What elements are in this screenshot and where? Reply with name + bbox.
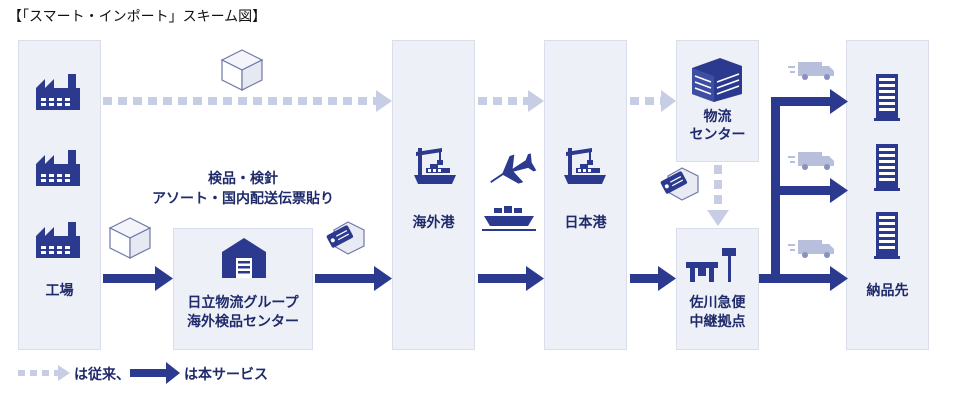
page-title: 【「スマート・インポート」スキーム図】: [8, 9, 267, 25]
japan-port-panel: [544, 40, 627, 350]
sagawa-label-line2: 中継拠点: [689, 314, 746, 330]
factory-icon: [36, 150, 80, 186]
truck-icon: [787, 239, 835, 259]
hitachi-label-line2: 海外検品センター: [187, 314, 299, 330]
service-route-arrow-3: [478, 266, 544, 291]
airplane-icon: [490, 153, 537, 184]
logistics-building-icon: [692, 58, 742, 102]
inspection-label-line1: 検品・検針: [208, 171, 278, 187]
legend-conventional-text: は従来、: [74, 367, 130, 383]
delivery-branch-arrows: [759, 89, 848, 291]
logistics-center-label-line1: 物流: [703, 109, 732, 125]
warehouse-icon: [222, 238, 266, 278]
conventional-route-arrow-1: [103, 90, 392, 112]
inspection-label-line2: アソート・国内配送伝票貼り: [152, 191, 334, 207]
cargo-ship-icon: [482, 206, 536, 231]
hitachi-label-line1: 日立物流グループ: [187, 295, 299, 311]
shipping-tag-icon: [325, 221, 365, 255]
legend-service-text: は本サービス: [184, 367, 268, 383]
building-icon: [874, 212, 900, 259]
package-icon: [221, 49, 263, 91]
building-icon: [874, 144, 900, 191]
service-route-arrow-4: [630, 266, 676, 291]
overseas-port-panel: [392, 40, 475, 350]
destination-label: 納品先: [866, 283, 909, 299]
sagawa-panel: [676, 228, 759, 350]
factory-label: 工場: [45, 283, 74, 299]
conventional-route-arrow-3: [630, 90, 676, 112]
port-crane-icon: [563, 147, 607, 185]
port-crane-icon: [413, 147, 457, 185]
package-icon: [109, 217, 151, 259]
shipping-tag-icon: [659, 167, 699, 201]
logistics-center-label-line2: センター: [689, 127, 746, 143]
factory-icon: [36, 222, 80, 258]
relay-hub-icon: [686, 248, 736, 282]
factory-panel: [18, 40, 101, 350]
truck-icon: [787, 151, 835, 171]
japan-port-label: 日本港: [564, 215, 607, 231]
sagawa-label-line1: 佐川急便: [689, 295, 746, 311]
overseas-port-label: 海外港: [412, 215, 455, 231]
conventional-route-arrow-down: [707, 165, 729, 226]
building-icon: [874, 74, 900, 121]
legend-solid-arrow: [130, 362, 180, 384]
service-route-arrow-1: [103, 266, 173, 291]
conventional-route-arrow-2: [478, 90, 544, 112]
legend-dotted-arrow: [18, 365, 70, 381]
service-route-arrow-2: [315, 266, 392, 291]
truck-icon: [787, 61, 835, 81]
factory-icon: [36, 74, 80, 110]
